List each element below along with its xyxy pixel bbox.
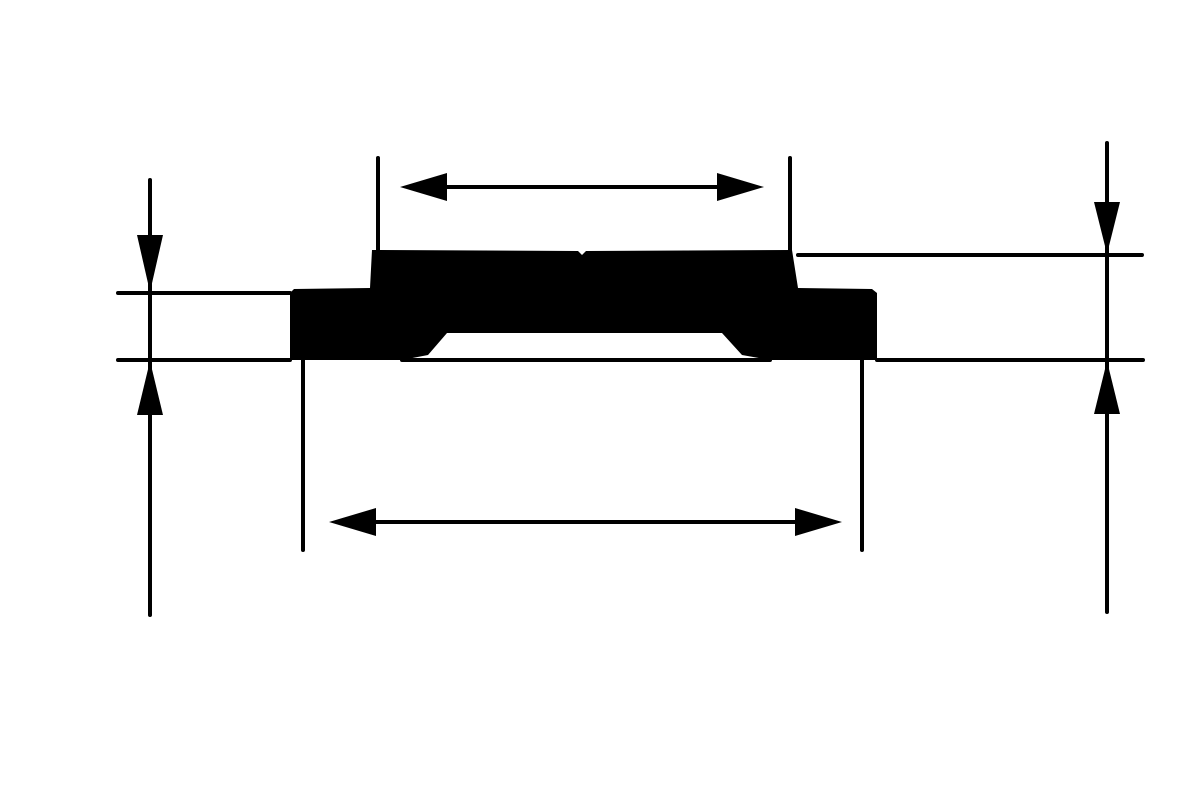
- part-cross-section: [290, 250, 877, 360]
- solid-profile: [290, 250, 877, 360]
- bottom-dimension-left-arrowhead: [329, 508, 376, 536]
- top-dimension-left-arrowhead: [400, 173, 447, 201]
- left-upper-downward-arrowhead: [137, 235, 163, 292]
- right-upper-downward-arrowhead: [1094, 202, 1120, 254]
- right-lower-upward-arrowhead: [1094, 361, 1120, 414]
- left-lower-upward-arrowhead: [137, 361, 163, 415]
- dimension-arrowheads: [137, 173, 1120, 536]
- bottom-dimension-right-arrowhead: [795, 508, 842, 536]
- top-dimension-right-arrowhead: [717, 173, 764, 201]
